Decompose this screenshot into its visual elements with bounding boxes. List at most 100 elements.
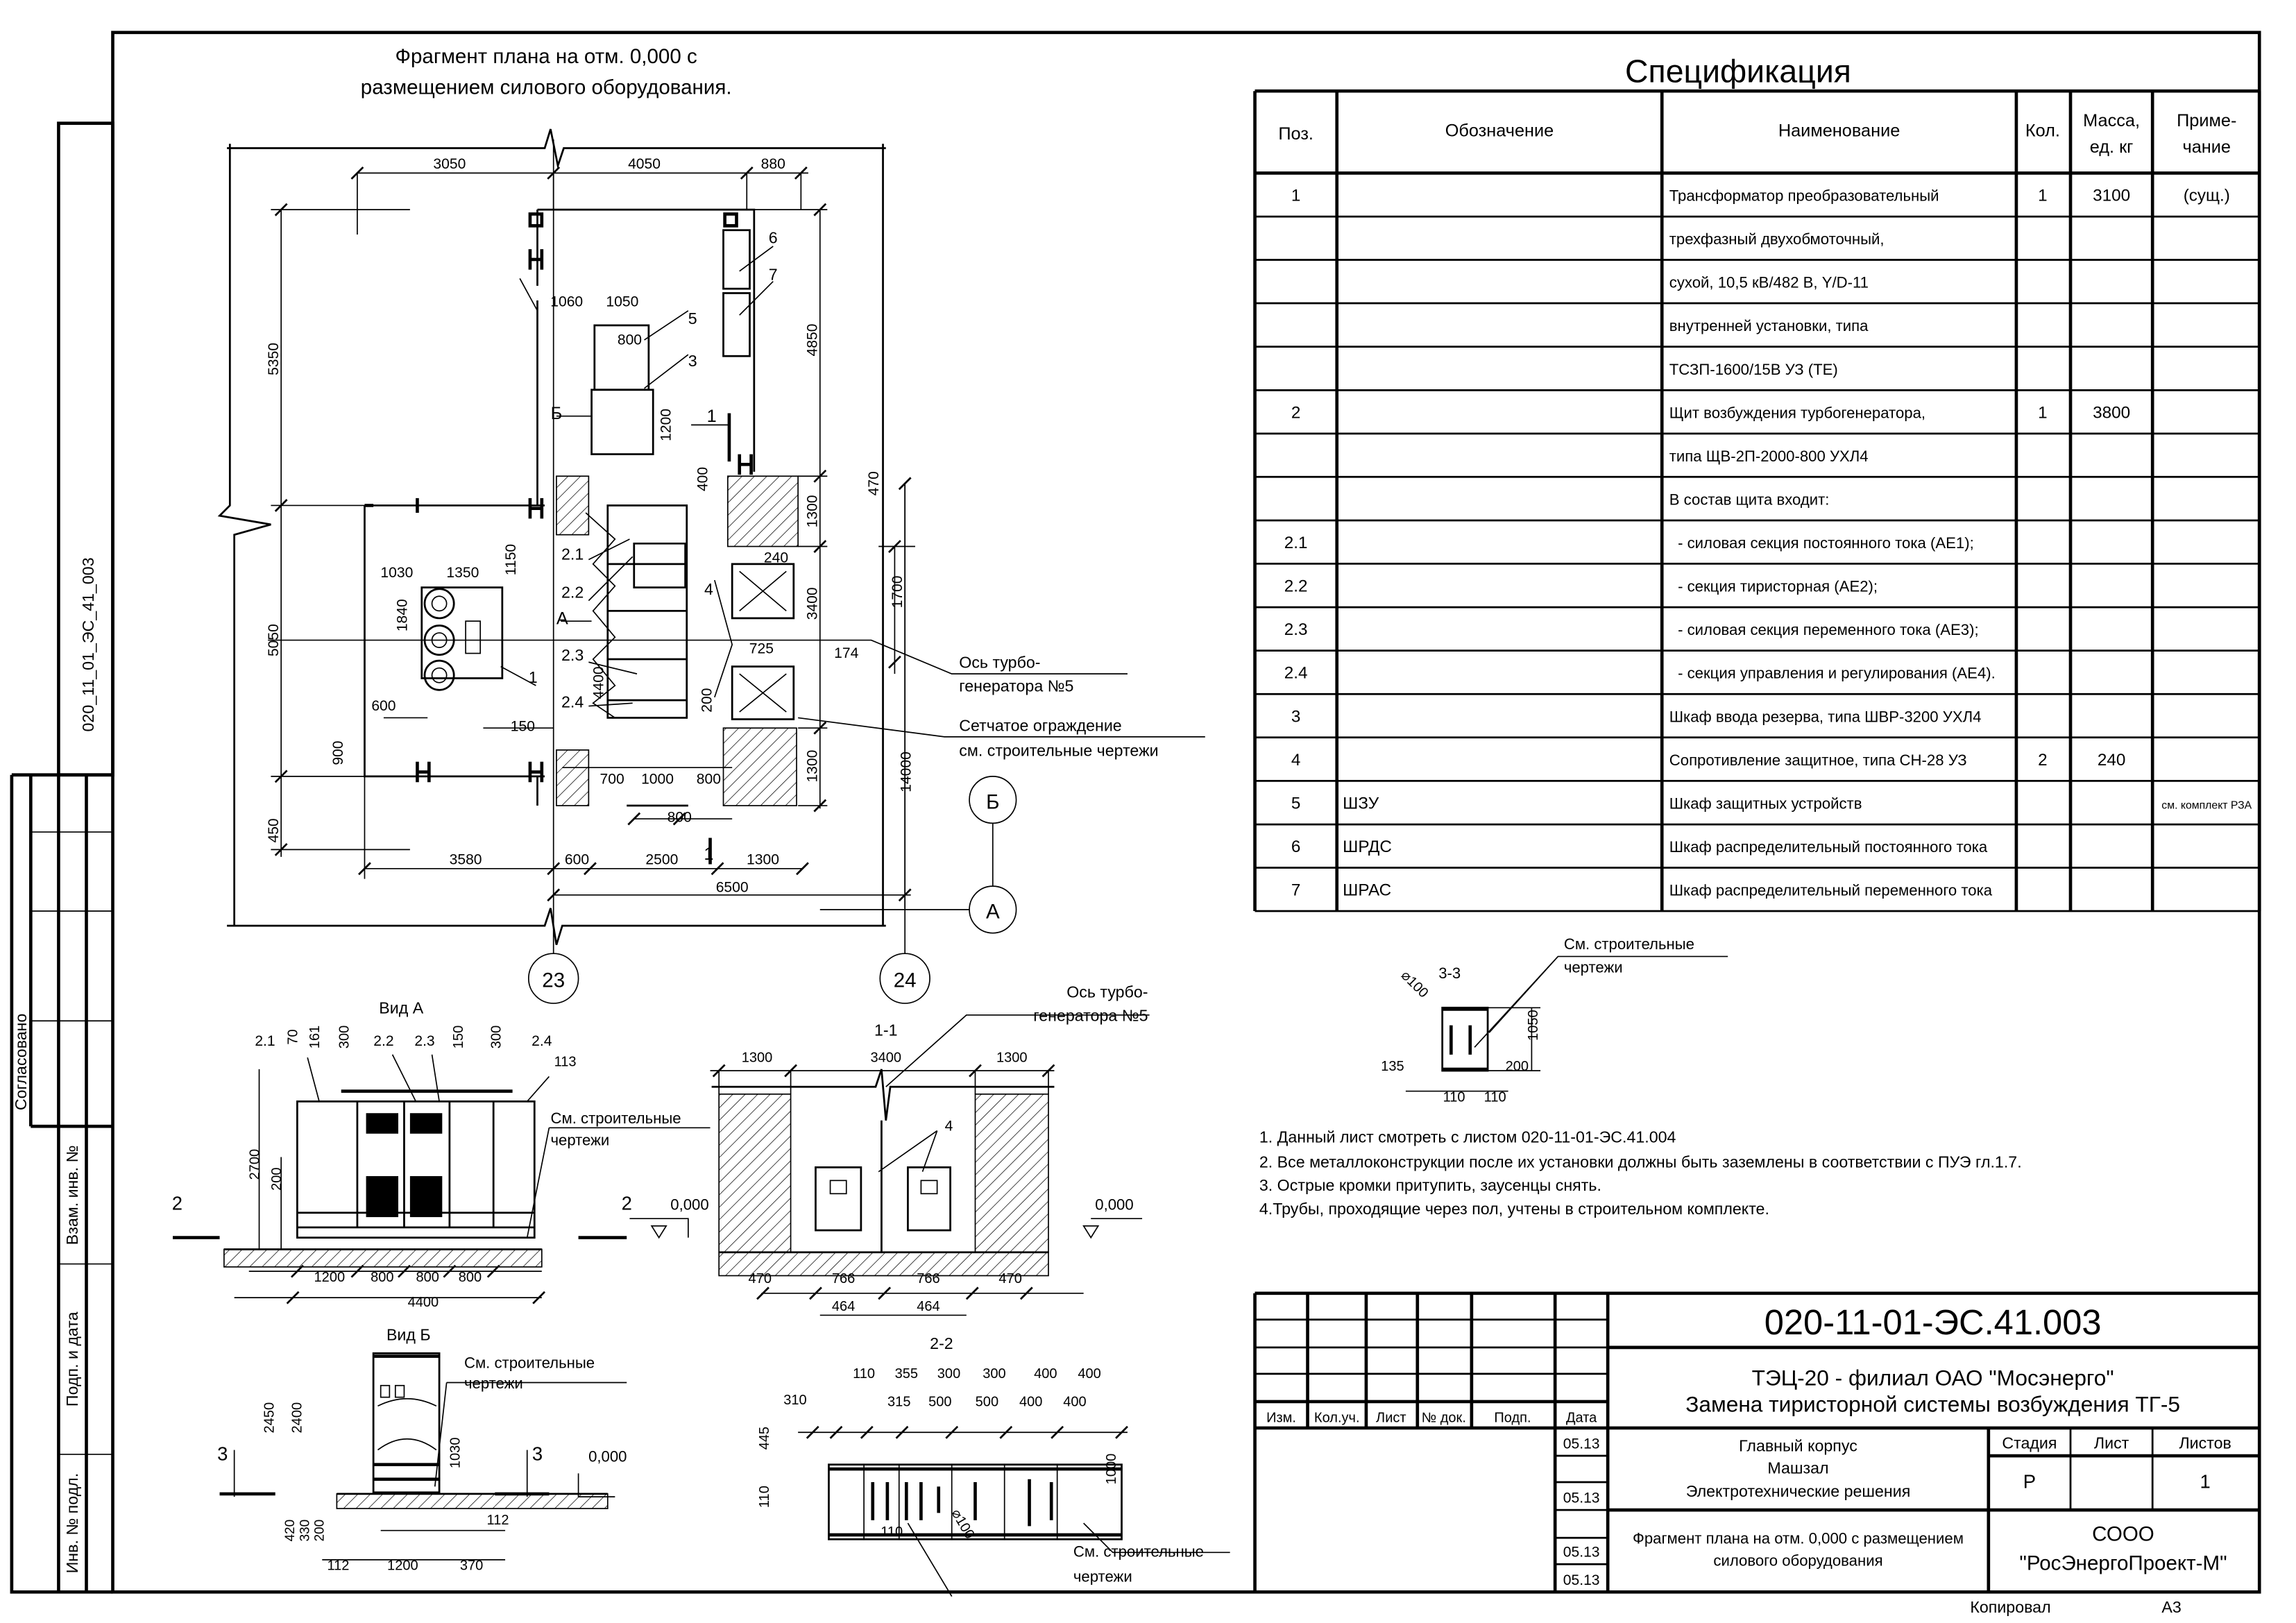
position-label: 1 bbox=[529, 668, 538, 686]
dimension-label: 800 bbox=[371, 1270, 393, 1285]
org-line-2: "РосЭнергоПроект-М" bbox=[2019, 1552, 2227, 1575]
axis-bubble-b bbox=[969, 776, 1017, 824]
dimension-label: 174 bbox=[834, 645, 858, 661]
dimension-label: 464 bbox=[832, 1299, 855, 1314]
dimension-label: 420 bbox=[283, 1520, 298, 1542]
section-mark: 3 bbox=[532, 1443, 543, 1464]
see-drawings-note: См. строительные bbox=[550, 1110, 681, 1127]
dimension-label: 470 bbox=[749, 1271, 772, 1286]
spec-cell: 2.4 bbox=[1284, 664, 1308, 683]
position-label: 4 bbox=[704, 580, 713, 598]
see-drawings-note: чертежи bbox=[550, 1132, 609, 1149]
dimension-label: 110 bbox=[757, 1486, 772, 1508]
dimension-label: 1050 bbox=[1526, 1010, 1541, 1041]
col-sign: Подп. bbox=[1494, 1411, 1531, 1426]
dimension-label: 4400 bbox=[408, 1295, 439, 1310]
dimension-label: 1200 bbox=[314, 1270, 346, 1285]
dimension-label: 1030 bbox=[380, 565, 413, 581]
position-label: 2.4 bbox=[561, 693, 584, 711]
wall-hatch bbox=[556, 475, 590, 536]
mesh-fence bbox=[364, 208, 756, 807]
spec-cell: Шкаф ввода резерва, типа ШВР-3200 УХЛ4 bbox=[1669, 708, 1982, 725]
stage-value: Р bbox=[2023, 1470, 2036, 1492]
spec-cell: - силовая секция постоянного тока (АЕ1); bbox=[1669, 534, 1974, 552]
dimension-label: 500 bbox=[928, 1394, 951, 1409]
spec-cell: Шкаф распределительный переменного тока bbox=[1669, 882, 1993, 899]
dimension-label: 800 bbox=[618, 332, 642, 348]
spec-cell: 4 bbox=[1291, 751, 1300, 770]
dimension-label: 3400 bbox=[870, 1050, 901, 1065]
dimension-label: 1200 bbox=[658, 409, 674, 441]
dimension-label: 700 bbox=[600, 771, 624, 787]
dimension-label: 200 bbox=[312, 1520, 327, 1542]
dimension-label: 113 bbox=[554, 1055, 577, 1070]
position-label: 2.1 bbox=[561, 545, 584, 563]
dimension-label: 200 bbox=[1506, 1059, 1529, 1074]
spec-cell: - секция управления и регулирования (АЕ4… bbox=[1669, 665, 1996, 682]
date-2: 05.13 bbox=[1563, 1490, 1600, 1506]
dimension-label: 5050 bbox=[266, 624, 282, 656]
see-drawings-note: См. строительные bbox=[1073, 1543, 1204, 1561]
section-2-2 bbox=[798, 1425, 1230, 1597]
spec-header-note-2: чание bbox=[2183, 137, 2231, 157]
spec-cell: ШРАС bbox=[1343, 881, 1391, 900]
spec-header-name: Наименование bbox=[1778, 121, 1900, 141]
position-label: 7 bbox=[769, 265, 778, 283]
dimension-label: 110 bbox=[881, 1524, 903, 1540]
sheets-value: 1 bbox=[2200, 1470, 2211, 1492]
fence-posts bbox=[364, 212, 753, 783]
dimension-label: 1150 bbox=[503, 544, 519, 575]
wall-hatch bbox=[556, 749, 590, 806]
floor-plan: Фрагмент плана на отм. 0,000 с размещени… bbox=[217, 45, 1205, 1004]
dimension-label: 400 bbox=[695, 467, 711, 491]
dimension-label: 470 bbox=[866, 471, 882, 495]
replace-inv-label: Взам. инв. № bbox=[63, 1146, 81, 1246]
dimension-label: 110 bbox=[853, 1366, 875, 1382]
dimension-label: 600 bbox=[565, 851, 589, 867]
dimension-label: 370 bbox=[460, 1558, 483, 1574]
dimension-label: 400 bbox=[1063, 1394, 1086, 1409]
dimension-label: 2400 bbox=[290, 1402, 305, 1434]
object-line-2: Машзал bbox=[1767, 1459, 1828, 1477]
dimension-label: 900 bbox=[330, 740, 346, 765]
inv-orig-label: Инв. № подл. bbox=[63, 1473, 81, 1574]
spec-cell: трехфазный двухобмоточный, bbox=[1669, 230, 1885, 248]
dimension-label: 110 bbox=[1484, 1089, 1506, 1105]
see-drawings-note: чертежи bbox=[464, 1375, 523, 1392]
dimension-label: 1300 bbox=[996, 1050, 1028, 1065]
dimension-label: 725 bbox=[749, 641, 774, 657]
dimension-label: 355 bbox=[895, 1366, 918, 1382]
project-line-2: Замена тиристорной системы возбуждения Т… bbox=[1685, 1392, 2180, 1417]
dimension-label: 310 bbox=[783, 1393, 806, 1408]
dimension-label: 1350 bbox=[446, 565, 479, 581]
spec-header-mass-1: Масса, bbox=[2083, 111, 2140, 130]
dimension-label: 300 bbox=[937, 1366, 960, 1382]
section-mark: 1 bbox=[707, 407, 717, 426]
position-label: 3 bbox=[688, 352, 697, 370]
view-title: Вид Б bbox=[386, 1325, 431, 1343]
dimension-label: 150 bbox=[451, 1026, 466, 1048]
spec-cell: 2.3 bbox=[1284, 620, 1308, 639]
spec-cell: Трансформатор преобразовательный bbox=[1669, 187, 1939, 204]
col-date: Дата bbox=[1566, 1411, 1597, 1426]
dimension-label: 200 bbox=[699, 688, 715, 713]
drawing-code: 020-11-01-ЭС.41.003 bbox=[1764, 1302, 2102, 1342]
note-4: 4.Трубы, проходящие через пол, учтены в … bbox=[1259, 1200, 1769, 1218]
spec-cell: Шкаф распределительный постоянного тока bbox=[1669, 838, 1988, 856]
wall-hatch bbox=[722, 727, 797, 806]
position-label: 2.3 bbox=[561, 646, 584, 664]
spec-header-designation: Обозначение bbox=[1445, 121, 1554, 141]
dimension-label: 2500 bbox=[645, 851, 678, 867]
stage-label: Стадия bbox=[2002, 1434, 2057, 1452]
title-block: 020-11-01-ЭС.41.003 ТЭЦ-20 - филиал ОАО … bbox=[1253, 1291, 2260, 1616]
note-3: 3. Острые кромки притупить, заусенцы сня… bbox=[1259, 1176, 1601, 1194]
dimension-label: 445 bbox=[757, 1427, 772, 1450]
object-line-3: Электротехнические решения bbox=[1686, 1482, 1911, 1500]
dimension-label: 464 bbox=[917, 1299, 939, 1314]
dimension-label: 400 bbox=[1078, 1366, 1100, 1382]
spec-header-mass-2: ед. кг bbox=[2090, 137, 2134, 157]
sheet-label: Лист bbox=[2094, 1434, 2129, 1452]
sign-date-label: Подп. и дата bbox=[63, 1311, 81, 1407]
position-label: 5 bbox=[688, 309, 697, 328]
